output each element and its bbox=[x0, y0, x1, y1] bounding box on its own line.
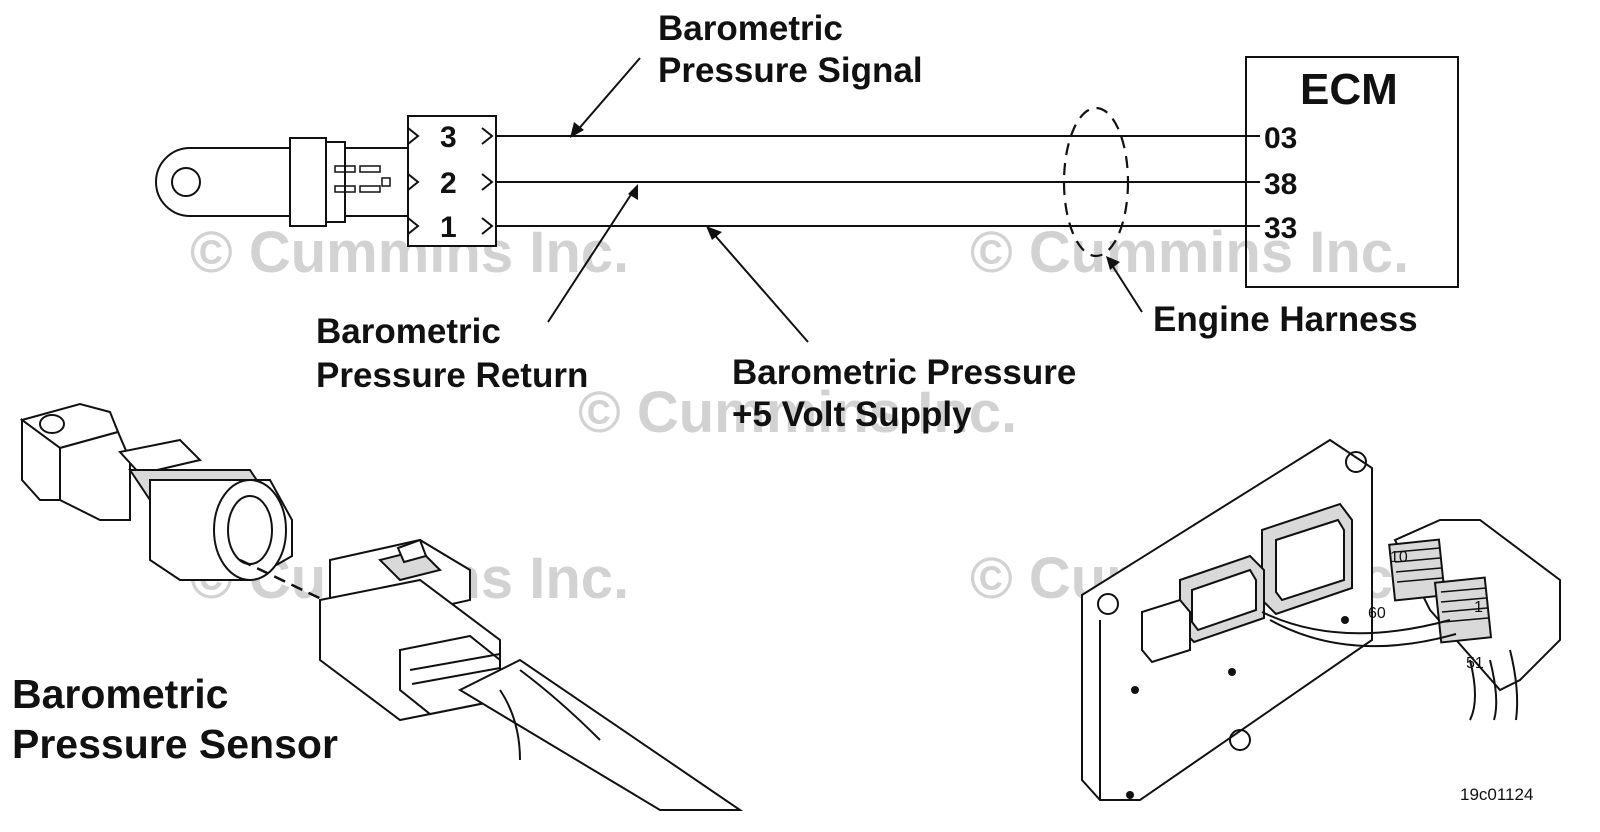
sensor-schematic bbox=[155, 137, 408, 227]
label-supply-line2: +5 Volt Supply bbox=[732, 395, 972, 434]
leader-arrows bbox=[547, 57, 1143, 343]
sensor-mount-hole bbox=[171, 167, 201, 197]
ecm-connector-number-51: 51 bbox=[1466, 655, 1484, 672]
label-supply-line1: Barometric Pressure bbox=[732, 353, 1076, 392]
labels: Barometric Pressure Signal Barometric Pr… bbox=[12, 9, 1418, 767]
ecm-pin-03: 03 bbox=[1264, 122, 1297, 155]
sensor-mount-tab bbox=[155, 147, 290, 217]
ecm-connector-number-1: 1 bbox=[1474, 599, 1483, 616]
sensor-illustration bbox=[19, 402, 744, 811]
label-sensor-line1: Barometric bbox=[12, 671, 228, 717]
ecm-pin-38: 38 bbox=[1264, 168, 1297, 201]
ecm-box: ECM 03 38 33 bbox=[1245, 56, 1459, 288]
sensor-body bbox=[289, 137, 327, 227]
ecm-connector-number-60: 60 bbox=[1368, 605, 1386, 622]
connector-housing bbox=[407, 115, 497, 247]
ecm-outline bbox=[1245, 56, 1459, 288]
label-return-line1: Barometric bbox=[316, 312, 501, 351]
figure-code: 19c01124 bbox=[1460, 785, 1533, 804]
sensor-connector: 3 2 1 bbox=[407, 115, 497, 247]
ecm-pin-33: 33 bbox=[1264, 212, 1297, 245]
watermark-3: © Cummins Inc. bbox=[578, 380, 1017, 445]
label-signal-line2: Pressure Signal bbox=[658, 51, 923, 90]
label-sensor-line2: Pressure Sensor bbox=[12, 721, 338, 767]
label-signal-line1: Barometric bbox=[658, 9, 843, 48]
connector-pin-3: 3 bbox=[440, 121, 457, 154]
connector-pin-1: 1 bbox=[440, 211, 457, 244]
ecm-connector-number-10: 10 bbox=[1390, 549, 1408, 566]
label-return-line2: Pressure Return bbox=[316, 356, 588, 395]
connector-pin-2: 2 bbox=[440, 167, 457, 200]
watermark-2: © Cummins Inc. bbox=[970, 220, 1409, 285]
ecm-illustration: 10 60 1 51 bbox=[1081, 438, 1561, 801]
sensor-plug bbox=[326, 141, 408, 223]
label-engine-harness: Engine Harness bbox=[1153, 300, 1418, 339]
wires bbox=[496, 135, 1260, 227]
ecm-title: ECM bbox=[1300, 65, 1398, 114]
harness-ellipse bbox=[1062, 106, 1130, 258]
